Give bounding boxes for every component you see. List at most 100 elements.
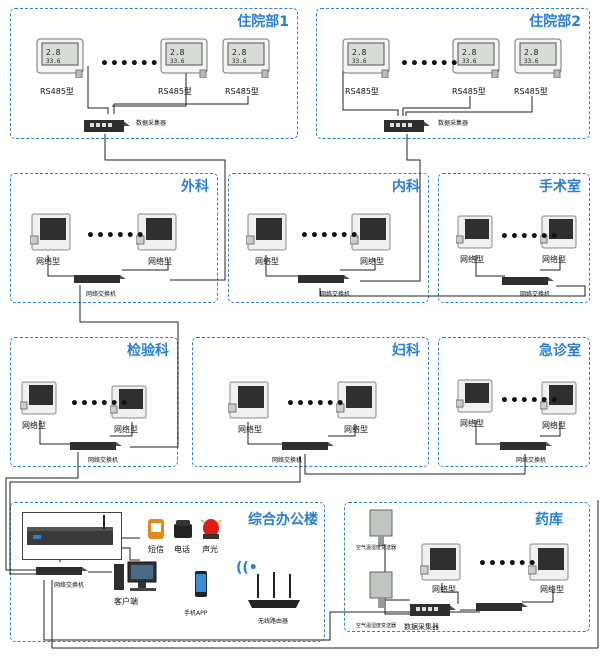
pharmacy-network-sensor-2 xyxy=(527,540,572,588)
wifi-signal-icon: ((• xyxy=(236,560,258,576)
office-app-label: 手机APP xyxy=(184,610,208,617)
ward1-sensor-2-label: RS485型 xyxy=(158,87,192,96)
pharmacy-collector-label: 数据采集器 xyxy=(404,623,439,631)
lab-switch-label: 网络交换机 xyxy=(88,457,119,464)
rs485-sensor-icon: 2.8 33.6 xyxy=(222,38,270,79)
network-switch-icon xyxy=(476,603,528,611)
sms-icon xyxy=(148,519,164,539)
rs485-sensor-icon: 2.8 33.6 xyxy=(160,38,208,79)
surgery-ellipsis: •••••• xyxy=(86,228,146,244)
pharmacy-switch xyxy=(474,598,530,617)
zone-ward1-title: 住院部1 xyxy=(237,14,289,30)
zone-pharmacy: 药库 xyxy=(344,502,590,632)
zone-operating-title: 手术室 xyxy=(539,179,581,195)
network-sensor-icon xyxy=(419,543,461,581)
office-sms-device xyxy=(146,518,166,544)
surgery-network-sensor-2 xyxy=(135,210,180,258)
ward2-collector-label: 数据采集器 xyxy=(438,120,469,127)
ward1-sensor-3-label: RS485型 xyxy=(225,87,259,96)
svg-text:33.6: 33.6 xyxy=(232,58,247,65)
office-phone-label: 电话 xyxy=(174,545,190,554)
network-sensor-icon xyxy=(455,379,493,413)
office-alarm-device xyxy=(200,516,222,544)
ward2-sensor-1-label: RS485型 xyxy=(345,87,379,96)
data-collector-icon xyxy=(84,120,130,132)
internal-ellipsis: •••••• xyxy=(300,228,360,244)
zone-emergency: 急诊室 xyxy=(438,337,590,467)
lab-sensor-1-label: 网络型 xyxy=(22,421,46,430)
network-switch-icon xyxy=(74,275,126,283)
zone-internal: 内科 xyxy=(228,173,429,303)
network-switch-icon xyxy=(298,275,350,283)
network-switch-icon xyxy=(500,442,552,450)
pharmacy-transmitter-1-label: 空气温湿度变送器 xyxy=(356,545,397,551)
office-mobile-phone xyxy=(194,570,208,602)
network-sensor-icon xyxy=(135,213,177,251)
internal-network-sensor-1 xyxy=(245,210,290,258)
office-sms-label: 短信 xyxy=(148,545,164,554)
operating-sensor-2-label: 网络型 xyxy=(542,255,566,264)
operating-sensor-1-label: 网络型 xyxy=(460,255,484,264)
office-switch xyxy=(34,562,90,581)
operating-network-sensor-1 xyxy=(455,212,496,256)
emergency-switch xyxy=(498,437,554,456)
svg-text:33.6: 33.6 xyxy=(352,58,367,65)
lab-switch xyxy=(68,437,124,456)
office-phone-device xyxy=(172,518,194,544)
svg-text:33.6: 33.6 xyxy=(170,58,185,65)
pharmacy-transmitter-2-label: 空气温湿度变送器 xyxy=(356,623,397,629)
pharmacy-data-collector xyxy=(408,598,458,624)
ward1-rs485-sensor-3: 2.8 33.6 xyxy=(222,38,270,82)
pharmacy-ellipsis: •••••• xyxy=(478,556,538,572)
pharmacy-transmitter-2 xyxy=(366,570,398,614)
emergency-sensor-2-label: 网络型 xyxy=(542,421,566,430)
data-collector-icon xyxy=(384,120,430,132)
humidity-transmitter-icon xyxy=(369,571,393,608)
humidity-transmitter-icon xyxy=(369,509,393,546)
network-sensor-icon xyxy=(245,213,287,251)
ward2-sensor-2-label: RS485型 xyxy=(452,87,486,96)
gyn-network-sensor-1 xyxy=(227,378,272,426)
zone-office-title: 综合办公楼 xyxy=(248,512,318,528)
surgery-network-sensor-1 xyxy=(29,210,74,258)
svg-text:2.8: 2.8 xyxy=(170,48,185,57)
rs485-sensor-icon: 2.8 33.6 xyxy=(36,38,84,79)
zone-gyn: 妇科 xyxy=(192,337,429,467)
zone-lab-title: 检验科 xyxy=(127,343,169,359)
ward1-data-collector xyxy=(82,114,132,140)
svg-text:2.8: 2.8 xyxy=(524,48,539,57)
network-switch-icon xyxy=(502,277,554,285)
emergency-sensor-1-label: 网络型 xyxy=(460,419,484,428)
alarm-light-icon xyxy=(200,519,222,539)
rack-server-icon xyxy=(27,515,113,545)
zone-operating: 手术室 xyxy=(438,173,590,303)
pharmacy-sensor-2-label: 网络型 xyxy=(540,585,564,594)
gyn-network-sensor-2 xyxy=(335,378,380,426)
network-sensor-icon xyxy=(109,385,147,419)
network-switch-icon xyxy=(36,567,88,575)
phone-icon xyxy=(174,520,192,538)
gyn-ellipsis: •••••• xyxy=(286,396,346,412)
zone-ward2-title: 住院部2 xyxy=(529,14,581,30)
office-server-panel xyxy=(22,512,122,560)
desktop-computer-icon xyxy=(114,561,157,591)
network-sensor-icon xyxy=(19,381,57,415)
network-sensor-icon xyxy=(539,215,577,249)
operating-ellipsis: •••••• xyxy=(500,229,560,245)
svg-text:2.8: 2.8 xyxy=(462,48,477,57)
network-sensor-icon xyxy=(335,381,377,419)
office-wireless-router xyxy=(246,572,302,616)
internal-switch xyxy=(296,270,352,289)
internal-sensor-2-label: 网络型 xyxy=(360,257,384,266)
pharmacy-sensor-1-label: 网络型 xyxy=(432,585,456,594)
zone-surgery-title: 外科 xyxy=(181,179,209,195)
network-switch-icon xyxy=(70,442,122,450)
surgery-switch-label: 网络交换机 xyxy=(86,291,117,298)
network-sensor-icon xyxy=(539,381,577,415)
zone-ward2: 住院部2 xyxy=(316,8,590,139)
ward2-rs485-sensor-1: 2.8 33.6 xyxy=(342,38,390,82)
rs485-sensor-icon: 2.8 33.6 xyxy=(342,38,390,79)
internal-sensor-1-label: 网络型 xyxy=(255,257,279,266)
emergency-network-sensor-2 xyxy=(539,378,580,422)
